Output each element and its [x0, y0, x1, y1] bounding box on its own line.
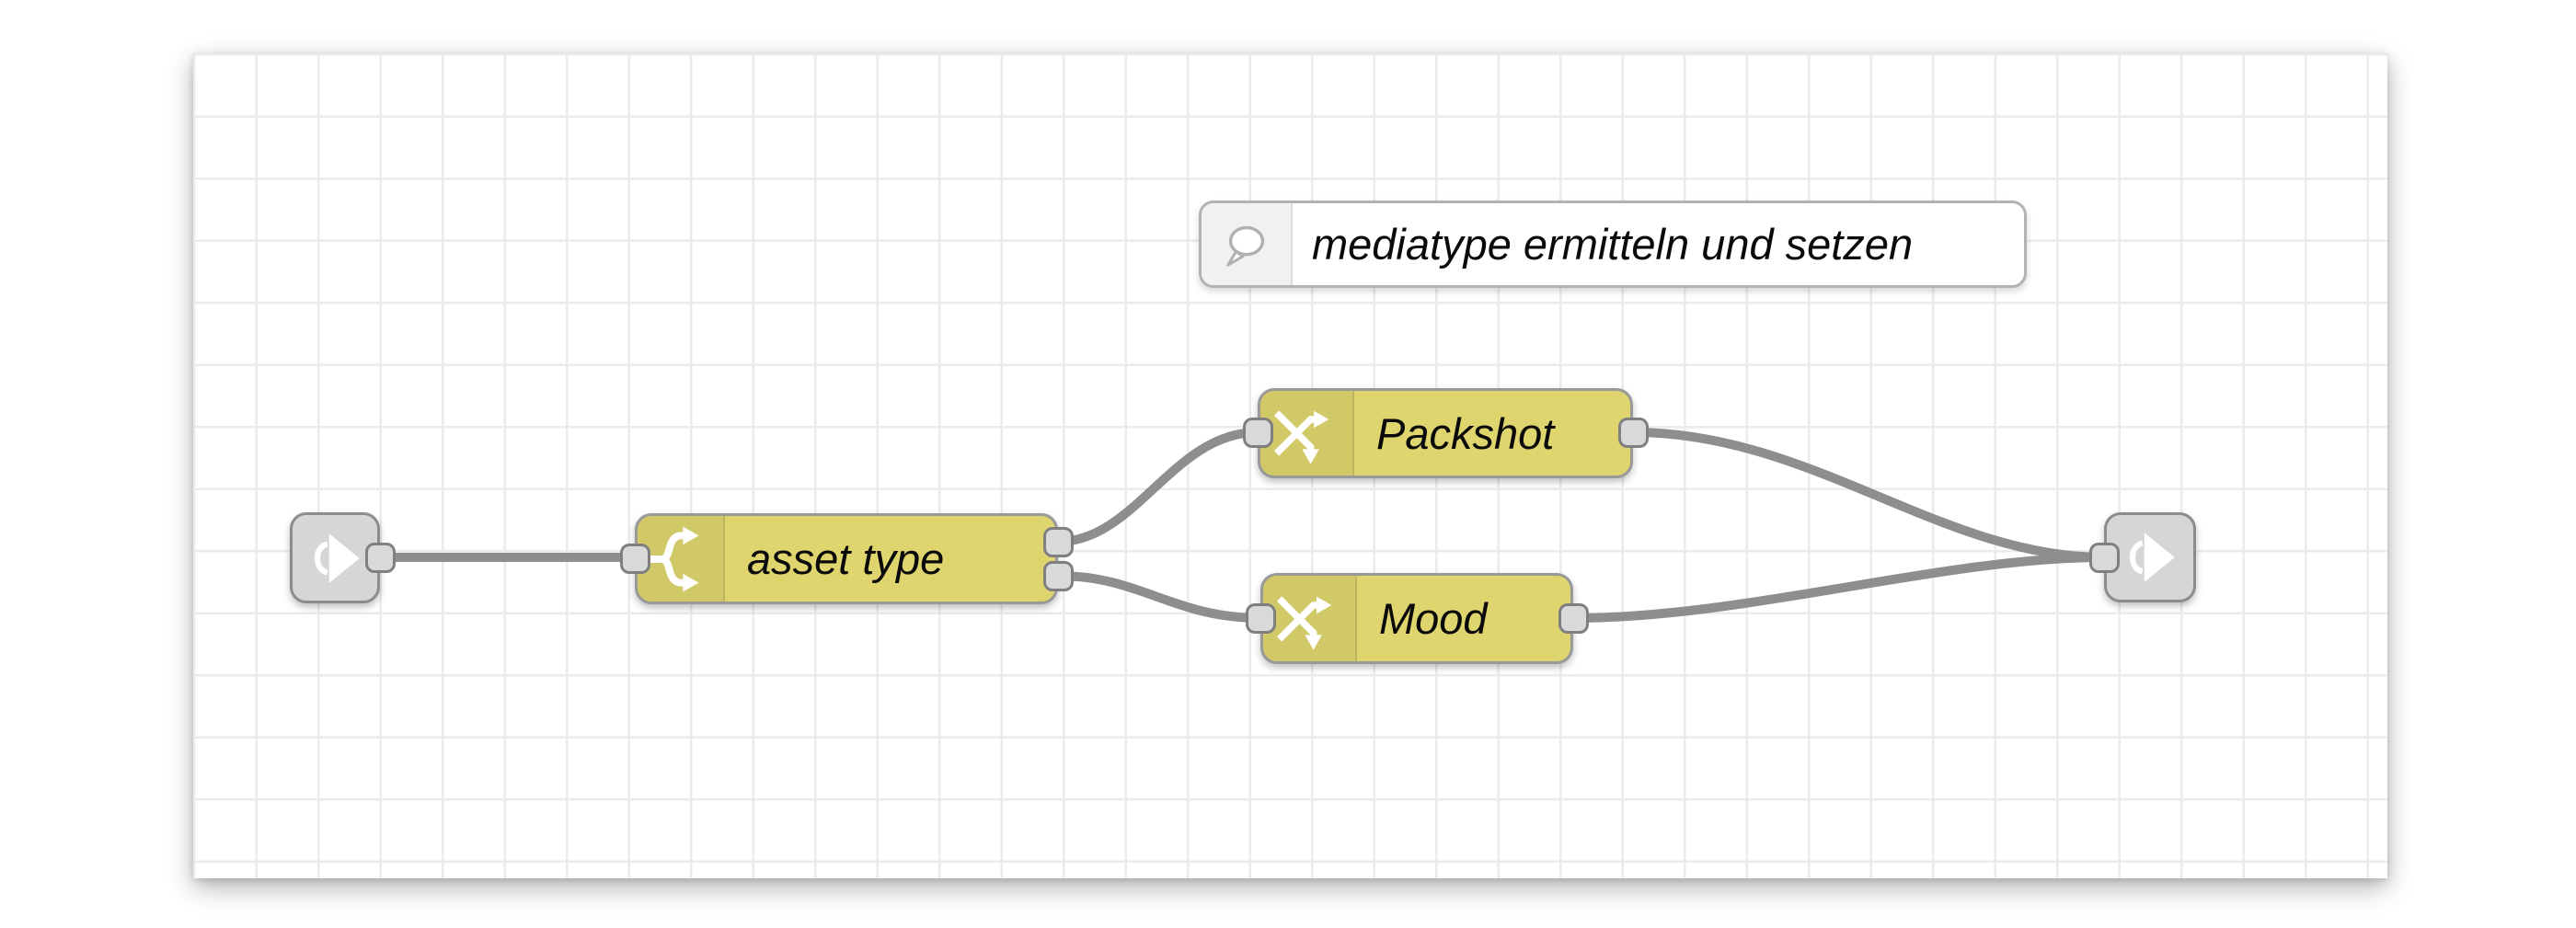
switch-input-port[interactable] [620, 544, 650, 574]
change-node-packshot[interactable]: Packshot [1258, 388, 1633, 478]
link-out-icon [2129, 533, 2175, 582]
change-node-mood[interactable]: Mood [1260, 573, 1573, 664]
switch-icon [645, 526, 698, 591]
flow-canvas[interactable]: mediatype ermitteln und setzen asset typ… [193, 53, 2387, 878]
wire-layer [380, 428, 2105, 623]
speech-bubble-icon [1225, 225, 1264, 267]
change-icon-area [1263, 576, 1357, 661]
comment-text: mediatype ermitteln und setzen [1312, 220, 1914, 269]
switch-icon-area [638, 516, 725, 601]
link-in-output-port[interactable] [365, 543, 396, 573]
wire-packshot-to-link-out[interactable] [1632, 428, 2105, 562]
wire-mood-to-link-out[interactable] [1572, 553, 2105, 623]
switch-node[interactable]: asset type [635, 513, 1058, 604]
mood-output-port[interactable] [1558, 603, 1589, 634]
change-node-packshot-label: Packshot [1376, 408, 1555, 458]
mood-input-port[interactable] [1246, 603, 1276, 634]
comment-node[interactable]: mediatype ermitteln und setzen [1199, 200, 2027, 288]
shuffle-icon [1273, 410, 1329, 464]
packshot-output-port[interactable] [1618, 418, 1649, 448]
comment-icon-area [1202, 203, 1293, 285]
shuffle-icon [1276, 595, 1332, 650]
wire-switch-to-mood[interactable] [1057, 571, 1261, 623]
change-node-mood-label: Mood [1379, 594, 1488, 643]
link-in-icon [314, 533, 360, 583]
change-icon-area [1260, 391, 1354, 475]
switch-node-label: asset type [747, 534, 945, 583]
link-out-input-port[interactable] [2089, 543, 2120, 573]
switch-output-port-2[interactable] [1043, 561, 1074, 591]
packshot-input-port[interactable] [1243, 418, 1273, 448]
switch-output-port-1[interactable] [1043, 527, 1074, 557]
wire-switch-to-packshot[interactable] [1057, 428, 1259, 546]
